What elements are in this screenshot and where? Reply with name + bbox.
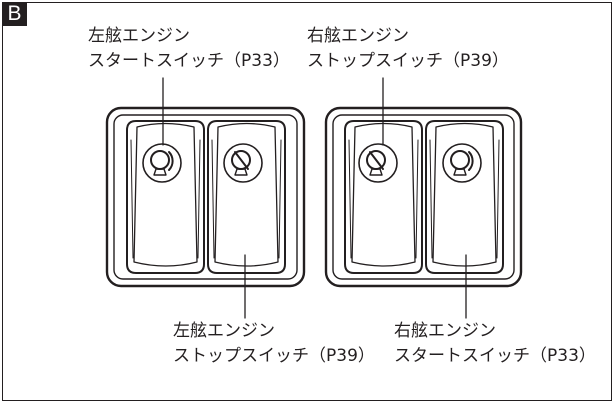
label-starboard-start-line2: スタートスイッチ（P33） bbox=[394, 346, 596, 366]
label-port-stop-line1: 左舷エンジン bbox=[173, 321, 275, 341]
starboard-stop-switch[interactable] bbox=[344, 120, 423, 274]
label-starboard-stop: 右舷エンジン ストップスイッチ（P39） bbox=[307, 24, 509, 74]
key-start-icon bbox=[142, 143, 182, 183]
label-port-start: 左舷エンジン スタートスイッチ（P33） bbox=[88, 24, 290, 74]
label-starboard-start-line1: 右舷エンジン bbox=[394, 321, 496, 341]
port-stop-switch[interactable] bbox=[207, 120, 286, 274]
label-starboard-stop-line2: ストップスイッチ（P39） bbox=[307, 51, 509, 71]
label-port-start-line1: 左舷エンジン bbox=[88, 26, 190, 46]
port-start-switch[interactable] bbox=[126, 120, 205, 274]
label-port-stop: 左舷エンジン ストップスイッチ（P39） bbox=[173, 319, 375, 369]
label-port-stop-line2: ストップスイッチ（P39） bbox=[173, 346, 375, 366]
figure-badge: B bbox=[2, 2, 27, 26]
key-start-icon bbox=[442, 143, 482, 183]
starboard-start-switch[interactable] bbox=[425, 120, 504, 274]
key-stop-icon bbox=[223, 143, 263, 183]
starboard-switch-bezel bbox=[324, 106, 523, 288]
key-stop-icon bbox=[358, 143, 398, 183]
label-starboard-start: 右舷エンジン スタートスイッチ（P33） bbox=[394, 319, 596, 369]
label-port-start-line2: スタートスイッチ（P33） bbox=[88, 51, 290, 71]
label-starboard-stop-line1: 右舷エンジン bbox=[307, 26, 409, 46]
